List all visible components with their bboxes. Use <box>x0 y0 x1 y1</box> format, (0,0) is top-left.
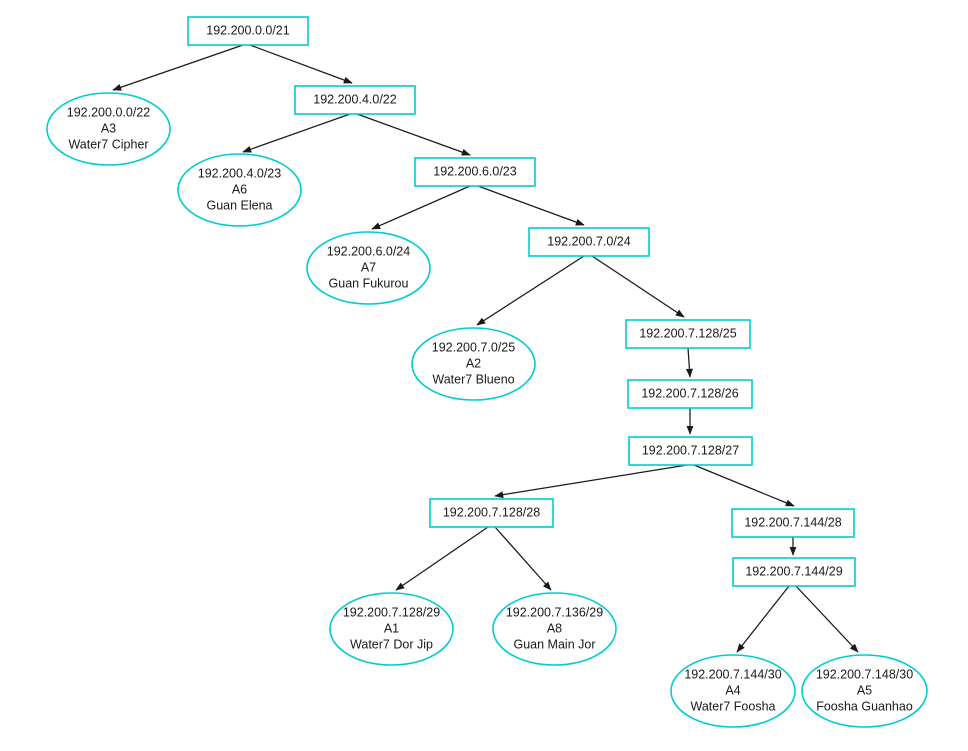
node-subnet-label: 192.200.7.128/27 <box>642 443 739 457</box>
branch-node-rect[interactable] <box>627 379 753 409</box>
leaf-node-ellipse[interactable] <box>670 654 796 728</box>
node-subnet-label: 192.200.0.0/21 <box>206 23 289 37</box>
leaf-node-ellipse[interactable] <box>306 231 431 305</box>
node-name-label: Water7 Dor Jip <box>350 637 433 651</box>
leaf-node-ellipse[interactable] <box>329 592 454 666</box>
tree-edge-n2-to-n4 <box>356 113 471 156</box>
node-subnet-label: 192.200.7.128/26 <box>641 386 738 400</box>
tree-node-192-200-7-128-26[interactable]: 192.200.7.128/26 <box>627 379 753 409</box>
node-code-label: A2 <box>466 356 481 370</box>
branch-node-rect[interactable] <box>628 436 753 466</box>
leaf-node-ellipse[interactable] <box>177 153 302 227</box>
node-code-label: A3 <box>101 121 116 135</box>
node-subnet-label: 192.200.7.128/29 <box>343 605 440 619</box>
node-name-label: Water7 Blueno <box>432 372 514 386</box>
tree-edge-n10-to-n11 <box>494 464 688 499</box>
tree-edge-n4-to-n5 <box>371 185 471 230</box>
node-subnet-label: 192.200.7.144/28 <box>744 515 841 529</box>
branch-node-rect[interactable] <box>414 157 536 187</box>
node-name-label: Guan Elena <box>206 198 272 212</box>
tree-edge-n6-to-n8 <box>591 255 685 318</box>
node-subnet-label: 192.200.7.0/24 <box>547 234 630 248</box>
node-subnet-label: 192.200.7.144/29 <box>745 564 842 578</box>
tree-node-192-200-7-144-28[interactable]: 192.200.7.144/28 <box>731 508 855 538</box>
node-code-label: A4 <box>725 683 740 697</box>
leaf-node-ellipse[interactable] <box>46 92 171 166</box>
tree-edge-n11-to-n13 <box>395 526 489 591</box>
tree-node-192-200-7-128-27[interactable]: 192.200.7.128/27 <box>628 436 753 466</box>
node-name-label: Water7 Foosha <box>691 699 776 713</box>
branch-node-rect[interactable] <box>429 498 554 528</box>
tree-node-192-200-0-0-21[interactable]: 192.200.0.0/21 <box>187 16 309 46</box>
tree-edge-n6-to-n7 <box>476 255 585 326</box>
tree-edge-n4-to-n6 <box>477 185 585 226</box>
tree-edge-n8-to-n9 <box>685 347 693 378</box>
tree-edge-n0-to-n2 <box>249 44 353 84</box>
tree-node-192-200-4-0-22[interactable]: 192.200.4.0/22 <box>294 85 416 115</box>
node-subnet-label: 192.200.7.0/25 <box>432 340 515 354</box>
tree-edge-n0-to-n1 <box>112 44 244 91</box>
branch-node-rect[interactable] <box>732 557 856 587</box>
node-name-label: Foosha Guanhao <box>816 699 913 713</box>
tree-edge-n10-to-n12 <box>693 464 795 507</box>
node-subnet-label: 192.200.7.136/29 <box>506 605 603 619</box>
node-subnet-label: 192.200.4.0/23 <box>198 166 281 180</box>
node-subnet-label: 192.200.4.0/22 <box>313 92 396 106</box>
tree-node-192-200-7-0-24[interactable]: 192.200.7.0/24 <box>528 227 650 257</box>
node-code-label: A1 <box>384 621 399 635</box>
tree-node-192-200-7-128-28[interactable]: 192.200.7.128/28 <box>429 498 554 528</box>
tree-node-192-200-6-0-23[interactable]: 192.200.6.0/23 <box>414 157 536 187</box>
node-subnet-label: 192.200.7.128/25 <box>639 326 736 340</box>
tree-edge-n2-to-n3 <box>242 113 351 153</box>
tree-edge-n15-to-n17 <box>795 585 859 653</box>
node-code-label: A5 <box>857 683 872 697</box>
branch-node-rect[interactable] <box>731 508 855 538</box>
branch-node-rect[interactable] <box>187 16 309 46</box>
node-name-label: Guan Fukurou <box>329 276 409 290</box>
node-code-label: A7 <box>361 260 376 274</box>
node-subnet-label: 192.200.6.0/24 <box>327 244 410 258</box>
tree-edge-n15-to-n16 <box>736 585 790 653</box>
branch-node-rect[interactable] <box>528 227 650 257</box>
node-subnet-label: 192.200.6.0/23 <box>433 164 516 178</box>
node-code-label: A8 <box>547 621 562 635</box>
leaf-node-ellipse[interactable] <box>801 654 928 728</box>
node-subnet-label: 192.200.7.144/30 <box>684 667 781 681</box>
tree-edge-n11-to-n14 <box>494 526 552 591</box>
node-code-label: A6 <box>232 182 247 196</box>
leaf-node-ellipse[interactable] <box>492 592 617 666</box>
branch-node-rect[interactable] <box>294 85 416 115</box>
tree-node-192-200-7-144-29[interactable]: 192.200.7.144/29 <box>732 557 856 587</box>
node-name-label: Guan Main Jor <box>514 637 596 651</box>
node-subnet-label: 192.200.7.128/28 <box>443 505 540 519</box>
leaf-node-ellipse[interactable] <box>411 327 536 401</box>
edges-layer <box>112 44 859 653</box>
node-subnet-label: 192.200.7.148/30 <box>816 667 913 681</box>
node-name-label: Water7 Cipher <box>68 137 148 151</box>
node-subnet-label: 192.200.0.0/22 <box>67 105 150 119</box>
tree-node-192-200-7-128-25[interactable]: 192.200.7.128/25 <box>625 319 751 349</box>
branch-node-rect[interactable] <box>625 319 751 349</box>
